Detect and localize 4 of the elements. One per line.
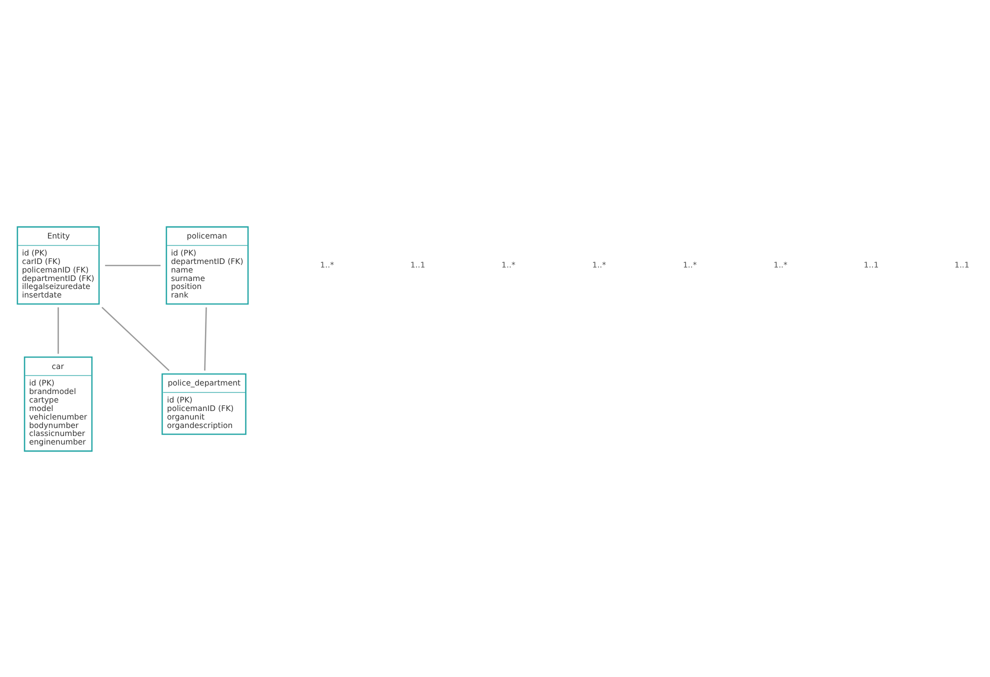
connector — [57, 306, 58, 354]
connector — [104, 264, 160, 266]
connector — [101, 306, 170, 371]
connector — [204, 306, 206, 370]
